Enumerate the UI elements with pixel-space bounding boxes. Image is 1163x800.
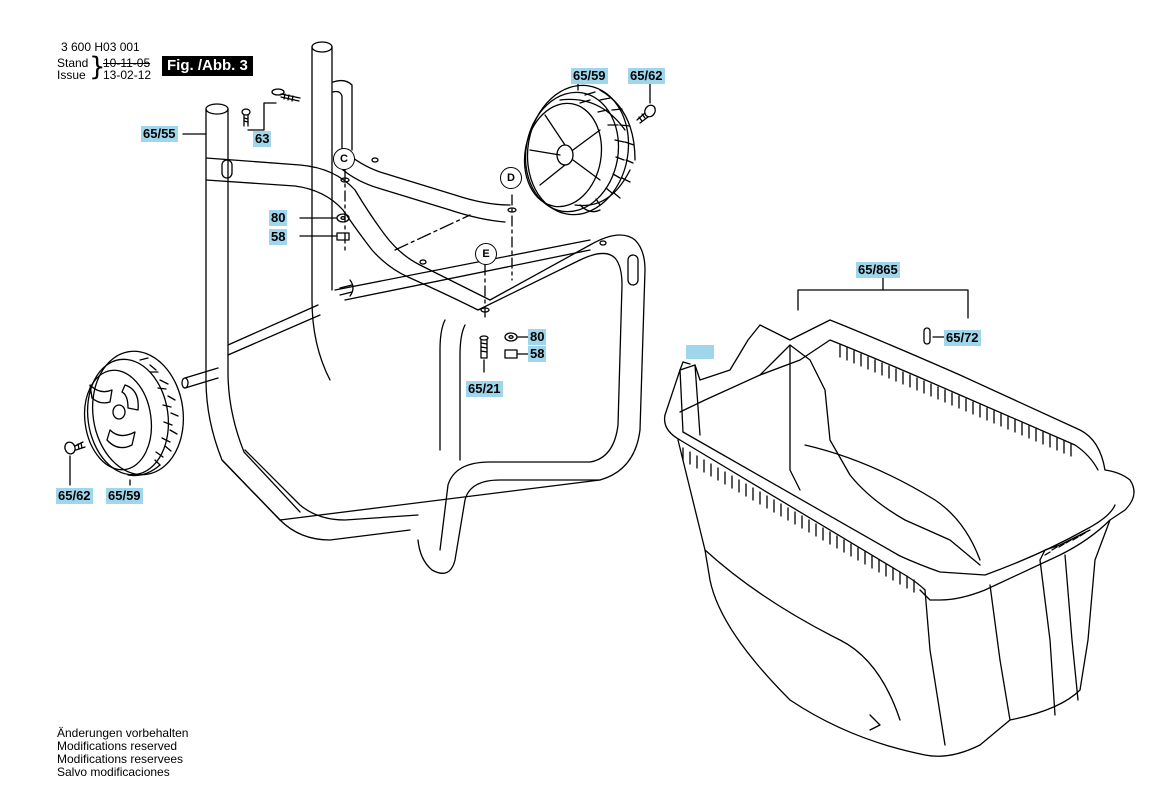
issue-date: 13-02-12 xyxy=(103,68,152,82)
issue-label: Issue xyxy=(57,68,86,82)
part-label-65-21: 65/21 xyxy=(466,381,503,397)
part-label-65-72: 65/72 xyxy=(944,330,981,346)
part-label-58-right: 58 xyxy=(528,346,547,362)
brace-glyph: } xyxy=(89,52,106,82)
part-label-80-left: 80 xyxy=(269,210,288,226)
stand-label: Stand xyxy=(57,56,89,70)
washer-nut-right xyxy=(504,332,531,359)
wheel-top-right xyxy=(523,69,636,216)
callout-e: E xyxy=(475,243,497,265)
bolt-65-21 xyxy=(479,335,489,373)
callout-c: C xyxy=(333,148,355,170)
washer-nut-left xyxy=(299,213,350,241)
part-label-65-865: 65/865 xyxy=(856,262,900,278)
footer-line-fr: Modifications reservees xyxy=(57,752,184,766)
collection-box xyxy=(663,277,1135,757)
part-label-65-62-top: 65/62 xyxy=(628,68,665,84)
part-label-65-59-top: 65/59 xyxy=(571,68,608,84)
part-label-65-55: 65/55 xyxy=(141,126,178,142)
footer-line-de: Änderungen vorbehalten xyxy=(57,726,189,740)
part-label-blank xyxy=(686,345,714,359)
wheel-bottom-left xyxy=(83,350,185,477)
part-label-65-62-bottom: 65/62 xyxy=(56,488,93,504)
part-label-80-right: 80 xyxy=(528,329,547,345)
screw-65-62-top xyxy=(636,82,656,124)
doc-number: 3 600 H03 001 xyxy=(61,40,140,54)
screws-63 xyxy=(241,88,301,131)
part-label-58-left: 58 xyxy=(269,229,288,245)
part-label-65-59-bottom: 65/59 xyxy=(106,488,143,504)
callout-d: D xyxy=(500,167,522,189)
screw-65-62-bottom xyxy=(64,441,131,486)
figure-label: Fig. /Abb. 3 xyxy=(162,56,253,76)
cart-frame xyxy=(181,41,646,574)
footer-line-en: Modifications reserved xyxy=(57,739,178,753)
stand-date: 10-11-05 xyxy=(103,56,151,70)
part-label-63: 63 xyxy=(253,131,272,147)
footer-line-es: Salvo modificaciones xyxy=(57,765,170,779)
